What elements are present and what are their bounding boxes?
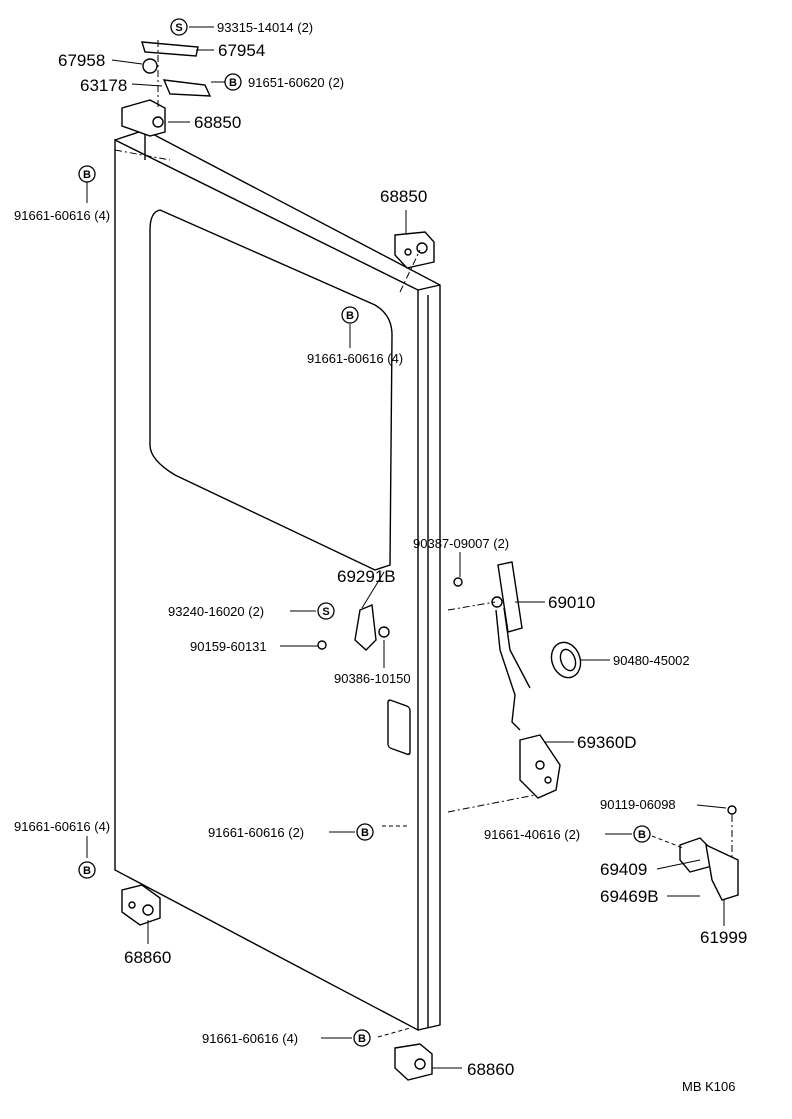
page-code: MB K106 (682, 1079, 735, 1094)
svg-text:S: S (322, 606, 329, 618)
label-90159: 90159-60131 (190, 639, 267, 654)
svg-text:B: B (83, 169, 91, 181)
label-67958: 67958 (58, 51, 105, 70)
grommet (550, 641, 582, 679)
marker-b-upper-mid: B (341, 306, 359, 324)
marker-b-bottom: B (353, 1029, 371, 1047)
upper-hinge-assembly (121, 40, 212, 137)
label-91661-lower-mid: 91661-60616 (2) (208, 825, 304, 840)
marker-s-93315: S (170, 18, 188, 36)
label-69409: 69409 (600, 860, 647, 879)
svg-text:B: B (229, 77, 237, 89)
label-93240: 93240-16020 (2) (168, 604, 264, 619)
label-93315: 93315-14014 (2) (217, 20, 313, 35)
label-91661-bottom: 91661-60616 (4) (202, 1031, 298, 1046)
label-68850-right: 68850 (380, 187, 427, 206)
lower-right-hinge (394, 1043, 433, 1081)
marker-b-lower-mid: B (356, 823, 374, 841)
label-91661-upper-left: 91661-60616 (4) (14, 208, 110, 223)
label-90387: 90387-09007 (2) (413, 536, 509, 551)
svg-text:S: S (175, 22, 182, 34)
door-window-outline (149, 209, 393, 571)
marker-b-upper-left: B (78, 165, 96, 183)
svg-text:B: B (361, 827, 369, 839)
lock-rod (491, 561, 531, 731)
label-69291b: 69291B (337, 567, 396, 586)
label-91651: 91651-60620 (2) (248, 75, 344, 90)
leader-lines (86, 26, 727, 1069)
access-panel (387, 699, 411, 756)
door-panel (114, 129, 441, 1032)
marker-b-lower-left: B (78, 861, 96, 879)
label-61999: 61999 (700, 928, 747, 947)
label-90480: 90480-45002 (613, 653, 690, 668)
label-68860-left: 68860 (124, 948, 171, 967)
label-91661-upper-mid: 91661-60616 (4) (307, 351, 403, 366)
inside-handle (317, 577, 463, 651)
svg-text:B: B (638, 829, 646, 841)
label-91661-40616: 91661-40616 (2) (484, 827, 580, 842)
marker-b-40616: B (633, 825, 651, 843)
label-90386: 90386-10150 (334, 671, 411, 686)
label-69360d: 69360D (577, 733, 637, 752)
label-68850-top: 68850 (194, 113, 241, 132)
label-67954: 67954 (218, 41, 265, 60)
marker-b-91651: B (224, 73, 242, 91)
lower-left-hinge (121, 884, 161, 926)
label-90119: 90119-06098 (600, 797, 676, 812)
lock-assembly (519, 734, 561, 799)
label-68860-bottom: 68860 (467, 1060, 514, 1079)
svg-text:B: B (83, 865, 91, 877)
label-91661-lower-left: 91661-60616 (4) (14, 819, 110, 834)
svg-text:B: B (346, 310, 354, 322)
right-upper-hinge (394, 231, 435, 269)
label-69010: 69010 (548, 593, 595, 612)
label-63178: 63178 (80, 76, 127, 95)
striker-parts (679, 805, 739, 901)
marker-s-93240: S (317, 602, 335, 620)
label-69469b: 69469B (600, 887, 659, 906)
svg-text:B: B (358, 1033, 366, 1045)
